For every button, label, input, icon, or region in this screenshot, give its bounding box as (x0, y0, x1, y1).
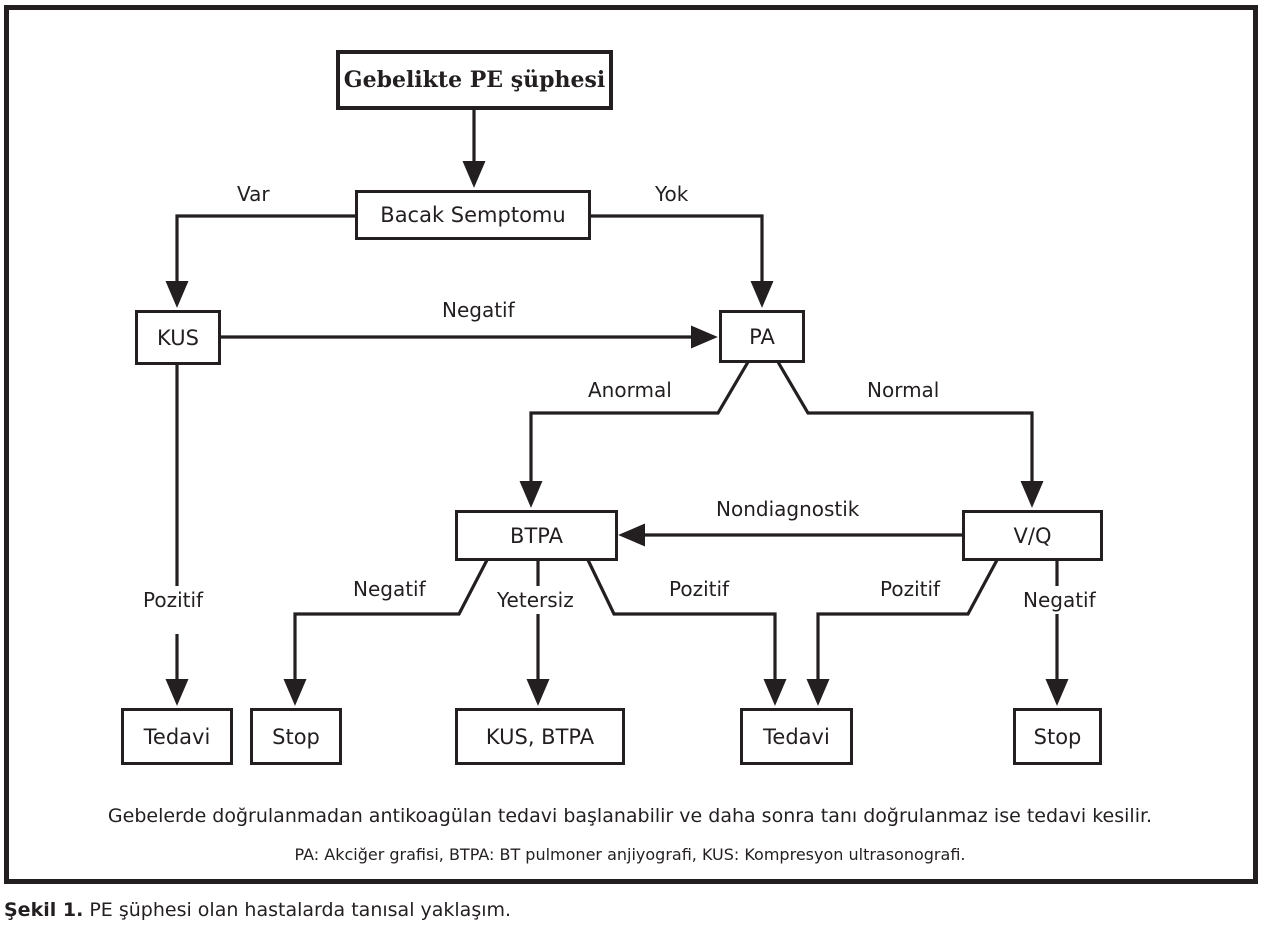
edge-label-negatif-vq: Negatif (1018, 588, 1101, 612)
node-suspicion-label: Gebelikte PE şüphesi (343, 67, 606, 93)
edge-label-pozitif-btpa: Pozitif (664, 577, 735, 601)
edge-label-anormal: Anormal (583, 378, 677, 402)
edge-label-pozitif-kus: Pozitif (138, 588, 209, 612)
node-kus[interactable]: KUS (135, 310, 221, 365)
node-stop-left[interactable]: Stop (250, 708, 342, 765)
edge-label-yok: Yok (650, 182, 694, 206)
figure-caption-label: Şekil 1. (4, 899, 84, 921)
node-pa[interactable]: PA (719, 310, 805, 363)
edge-label-negatif-kus-pa: Negatif (437, 298, 520, 322)
edge-label-var: Var (232, 182, 275, 206)
node-leg-symptom[interactable]: Bacak Semptomu (355, 190, 591, 240)
node-tedavi-left[interactable]: Tedavi (121, 708, 233, 765)
node-btpa-label: BTPA (510, 523, 563, 548)
node-stop-left-label: Stop (272, 724, 320, 749)
node-pa-label: PA (749, 324, 775, 349)
node-stop-right-label: Stop (1033, 724, 1082, 749)
node-vq-label: V/Q (1013, 523, 1052, 548)
edge-label-nondiagnostik: Nondiagnostik (711, 497, 865, 521)
node-kus-btpa[interactable]: KUS, BTPA (455, 708, 625, 765)
edge-label-normal: Normal (862, 378, 945, 402)
node-btpa[interactable]: BTPA (455, 510, 618, 561)
node-kus-btpa-label: KUS, BTPA (485, 724, 595, 749)
node-stop-right[interactable]: Stop (1013, 708, 1102, 765)
node-leg-symptom-label: Bacak Semptomu (380, 203, 566, 227)
figure-footnote-abbreviations: PA: Akciğer grafisi, BTPA: BT pulmoner a… (294, 845, 966, 864)
node-tedavi-right-label: Tedavi (763, 724, 830, 749)
edge-label-yetersiz: Yetersiz (492, 588, 579, 612)
edge-label-negatif-btpa: Negatif (348, 577, 431, 601)
node-kus-label: KUS (157, 325, 199, 350)
figure-caption: Şekil 1. PE şüphesi olan hastalarda tanı… (4, 899, 511, 921)
node-suspicion[interactable]: Gebelikte PE şüphesi (336, 50, 613, 110)
node-tedavi-right[interactable]: Tedavi (740, 708, 853, 765)
node-vq[interactable]: V/Q (962, 510, 1103, 561)
figure-footnote-primary: Gebelerde doğrulanmadan antikoagülan ted… (107, 805, 1153, 827)
node-tedavi-left-label: Tedavi (143, 724, 211, 749)
edge-label-pozitif-vq: Pozitif (875, 577, 946, 601)
figure-caption-text: PE şüphesi olan hastalarda tanısal yakla… (83, 899, 512, 921)
